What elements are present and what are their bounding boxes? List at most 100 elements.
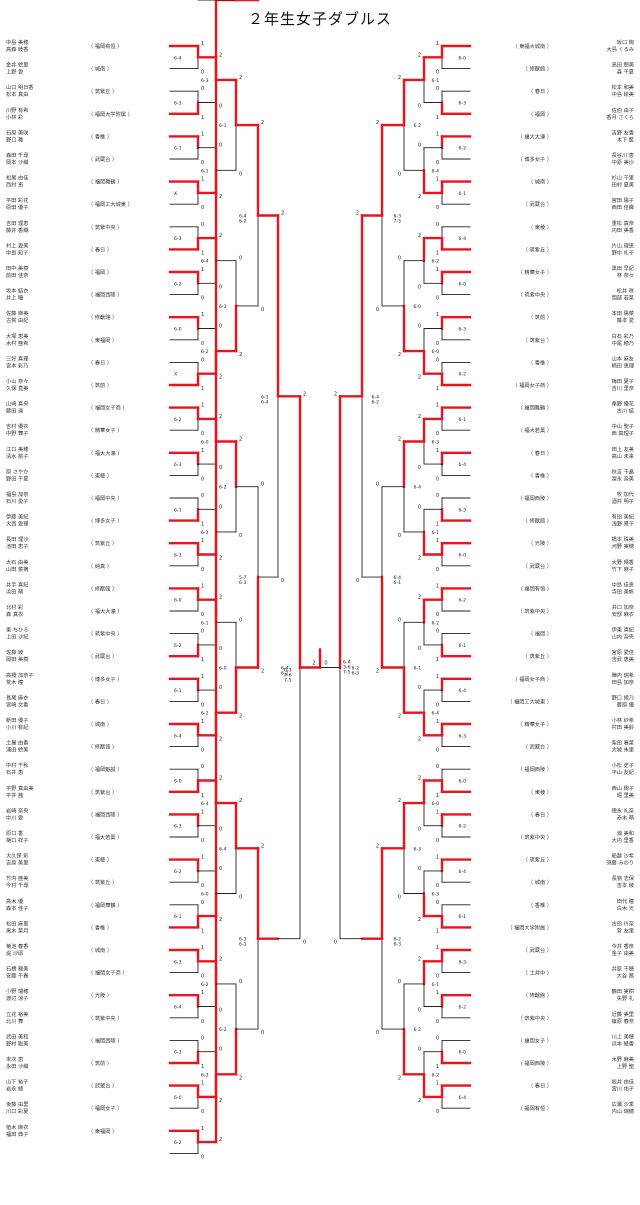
r3-result: 2 [239,75,242,81]
r5-score: 6-3 [261,394,269,400]
right-entry-team: （ 福大若葉 ） [518,426,552,434]
left-entry-names: 高橋 加奈子 [6,671,34,679]
r1-result: 1 [436,386,439,392]
r2-result: 2 [418,776,421,782]
left-entry-names: 久保 直美 [6,384,28,392]
left-entry-names: 北川 舞 [6,1017,23,1025]
r1-result: 1 [436,674,439,680]
left-entry-names: 中島 美穂 [6,38,29,46]
left-entry-names: 東 ちひろ [6,626,28,634]
r1-score: 6-1 [458,191,466,197]
r1-result: 0 [201,702,204,708]
r2-result: 2 [418,917,421,923]
right-entry-names: 桑野 優花 [612,400,634,408]
left-entry-names: 藤田 遥 [6,407,23,415]
r3-result: 2 [239,714,242,720]
right-entry-team: （ 筑紫中央 ） [518,291,552,299]
r4-result: 2 [261,120,264,126]
r5-score: 6-2 [371,399,379,405]
right-entry-names: 大野 晴香 [612,558,634,566]
r2-score: 6-2 [201,982,209,988]
left-entry-names: 井上 瞳 [6,294,23,302]
right-entry-names: 内田 美香 [612,226,634,234]
left-entry-team: （ 福岡女子 ） [88,1104,122,1112]
r2-result: 2 [418,375,421,381]
r1-result: 1 [201,1081,204,1087]
r4-result: 2 [376,669,379,675]
r3-result: 2 [239,437,242,443]
right-entry-names: 高山 未来 [612,452,635,460]
r1-result: 1 [436,41,439,47]
right-entry-team: （ 福岡有恒 ） [518,1104,552,1112]
right-entry-names: 赤木 萌 [617,813,634,821]
left-entry-names: 長尾 麻衣 [6,693,28,701]
left-entry-names: 原口 香 [6,829,23,837]
r3-score: 6-0 [413,304,421,310]
r1-score: 6-3 [174,553,182,559]
left-entry-names: 原田 優子 [6,203,28,211]
final-right-sets: 0 [324,661,327,667]
r2-result: 2 [219,776,222,782]
right-entry-names: 香月 さくら [606,113,634,121]
right-entry-names: 山本 麻友 [612,354,634,362]
r1-result: 0 [436,205,439,211]
semi-result: 0 [334,940,337,946]
r1-score: 6-2 [174,281,182,287]
right-entry-team: （ 福岡西陵 ） [518,765,552,773]
r2-result: 2 [418,595,421,601]
r1-result: 0 [436,629,439,635]
r4-score: 6-2 [239,219,247,225]
r2-result: 0 [219,646,222,652]
left-entry-names: 石原 美咲 [6,128,29,136]
r1-result: 0 [201,567,204,573]
r5-result: 2 [356,211,359,217]
left-entry-names: 岡田 美樹 [6,655,28,663]
r3-result: 0 [239,617,242,623]
r1-result: 0 [436,341,439,347]
r2-result: 0 [219,465,222,471]
r1-score: 6-4 [174,1005,182,1011]
left-entry-names: 樋口 祥子 [6,836,28,844]
r1-result: 0 [436,86,439,92]
semi-score: 6-2 [281,671,289,677]
left-entry-names: 長田 理沙 [6,536,28,543]
r2-result: 2 [219,917,222,923]
r2-score: 6-1 [431,982,439,988]
left-entry-names: 古賀 由紀 [6,316,28,324]
r1-result: 1 [436,945,439,951]
right-entry-names: 河野 実穂 [612,542,635,550]
right-entry-names: 川上 美穂 [612,1032,635,1040]
semi-result: 2 [334,391,337,397]
left-entry-names: 野口 舞 [6,135,23,143]
r1-result: 0 [201,838,204,844]
r4-score: 6-3 [393,942,401,948]
left-entry-team: （ 筑紫中央 ） [88,1014,122,1022]
right-entry-team: （ 福岡舞鶴 ） [518,404,552,412]
left-entry-names: 石橋 雅美 [6,965,28,973]
r1-result: 1 [201,538,204,544]
r1-result: 1 [436,583,439,589]
right-entry-team: （ 福岡有恒 ） [518,584,552,592]
r1-result: 0 [436,1035,439,1041]
right-entry-names: 今井 香奈 [612,942,635,950]
r1-score: 6-1 [458,417,466,423]
left-entry-names: 武田 美和 [6,1032,28,1040]
r2-result: 0 [418,685,421,691]
left-entry-names: 福島 加奈 [6,490,29,498]
right-entry-team: （ 筑紫丘 ） [523,245,552,253]
r1-score: 6-2 [458,372,466,378]
r4-score: 6-4 [239,214,247,220]
left-entry-names: 山田 菜摘 [6,565,28,573]
r1-score: 6-2 [174,1140,182,1146]
right-entry-names: 浅野 景子 [612,520,634,528]
r1-score: 6-1 [174,507,182,513]
r2-result: 0 [219,143,222,149]
r1-score: 6-0 [174,598,182,604]
r3-score: 6-0 [219,666,227,672]
left-entry-team: （ 武蔵台 ） [88,155,117,163]
r1-score: 6-0 [458,553,466,559]
r1-result: 1 [201,267,204,273]
left-entry-names: 浜田 萌 [6,587,23,595]
right-entry-names: 吉武 恵美 [612,655,634,663]
r1-result: 0 [201,431,204,437]
